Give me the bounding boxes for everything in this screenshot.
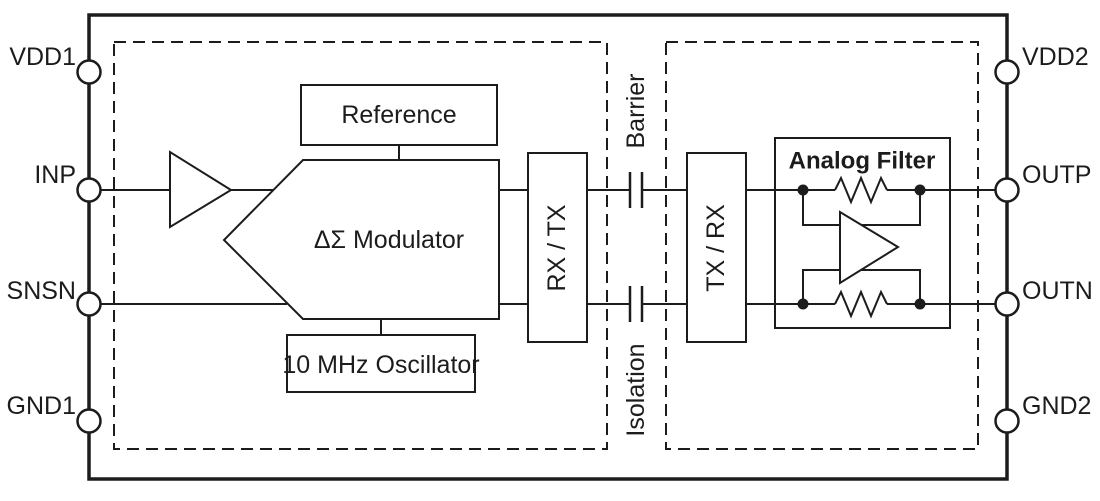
tx-rx-label: TX / RX	[702, 204, 730, 292]
analog-filter-label: Analog Filter	[789, 148, 936, 175]
junction-dot	[914, 184, 926, 196]
resistor-zigzag-bottom-redraw	[834, 289, 888, 319]
pin-label-gnd1: GND1	[7, 392, 76, 420]
pin-outp	[994, 177, 1020, 203]
pin-gnd2	[994, 408, 1020, 434]
pin-label-inp: INP	[34, 161, 76, 189]
rx-tx-label: RX / TX	[543, 204, 571, 291]
junction-dot	[797, 298, 809, 310]
output-side-dashed-box	[665, 41, 979, 450]
pin-inp	[76, 177, 102, 203]
pin-label-outp: OUTP	[1022, 161, 1091, 189]
pin-label-vdd1: VDD1	[9, 43, 76, 71]
pin-vdd2	[994, 59, 1020, 85]
modulator-label: ΔΣ Modulator	[314, 226, 464, 254]
reference-block	[300, 84, 498, 146]
pin-label-vdd2: VDD2	[1022, 43, 1089, 71]
reference-label: Reference	[341, 101, 456, 129]
input-side-dashed-box	[113, 41, 608, 450]
pin-label-outn: OUTN	[1022, 277, 1093, 305]
resistor-zigzag-top-redraw	[834, 175, 888, 205]
junction-dot	[797, 184, 809, 196]
input-amplifier-triangle-icon	[169, 150, 233, 229]
pin-snsn	[76, 291, 102, 317]
pin-label-gnd2: GND2	[1022, 392, 1091, 420]
tx-rx-block	[686, 152, 747, 343]
pin-label-snsn: SNSN	[7, 277, 76, 305]
isolation-label: Isolation	[622, 343, 650, 436]
pin-gnd1	[76, 408, 102, 434]
oscillator-label: 10 MHz Oscillator	[282, 351, 479, 379]
barrier-label: Barrier	[622, 73, 650, 148]
output-opamp-triangle-icon	[839, 210, 900, 285]
junction-dot	[914, 298, 926, 310]
rx-tx-block	[527, 152, 588, 343]
modulator-block	[222, 159, 500, 320]
oscillator-block	[286, 334, 476, 393]
pin-outn	[994, 291, 1020, 317]
pin-vdd1	[76, 59, 102, 85]
